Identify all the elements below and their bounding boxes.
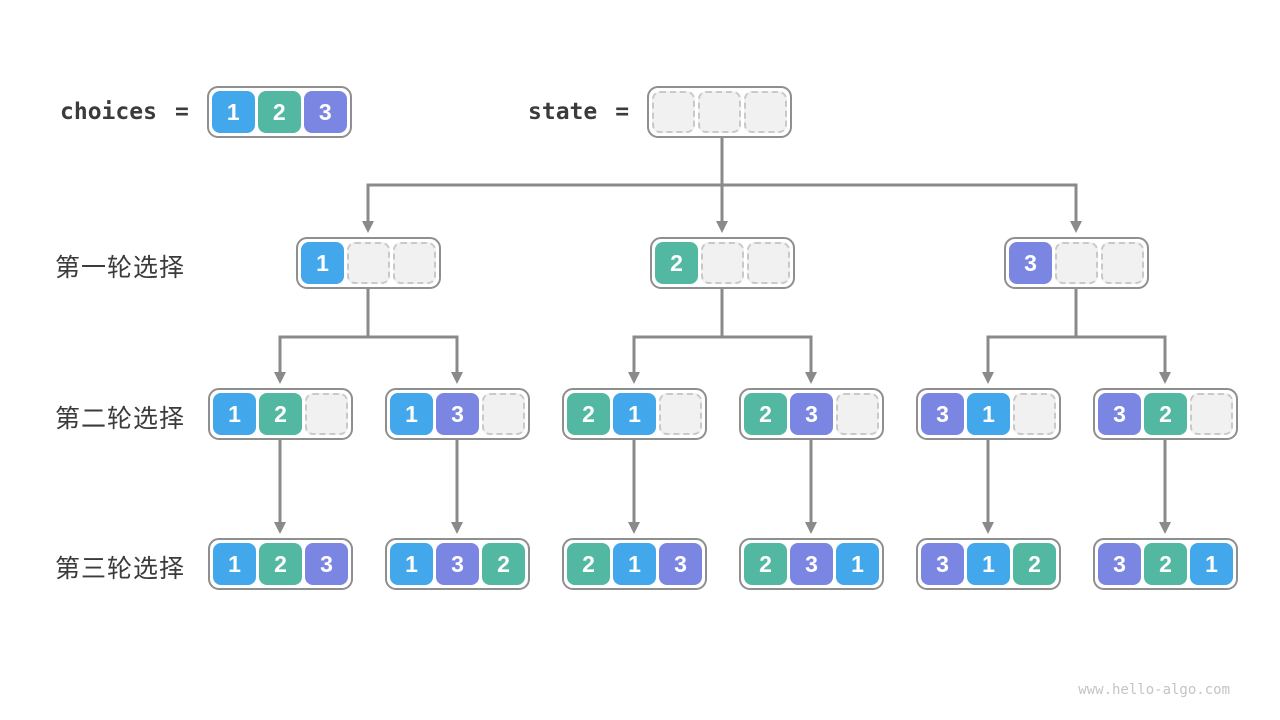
value-cell-1: 1: [613, 393, 656, 435]
arrowhead-icon: [982, 522, 994, 534]
value-cell-3: 3: [1009, 242, 1052, 284]
arrowhead-icon: [274, 372, 286, 384]
arrowhead-icon: [628, 522, 640, 534]
empty-cell: [744, 91, 788, 133]
choices-label: choices: [60, 99, 157, 125]
state-node-r1-3: 3: [1004, 237, 1149, 289]
row-label-round-3: 第三轮选择: [55, 555, 186, 583]
empty-cell: [659, 393, 702, 435]
arrowhead-icon: [362, 221, 374, 233]
arrowhead-icon: [982, 372, 994, 384]
empty-cell: [747, 242, 790, 284]
value-cell-2: 2: [1144, 393, 1187, 435]
state-label: state: [528, 99, 598, 125]
value-cell-1: 1: [211, 91, 255, 133]
value-cell-1: 1: [390, 543, 433, 585]
arrowhead-icon: [805, 372, 817, 384]
value-cell-2: 2: [257, 91, 301, 133]
state-node-r1-2: 2: [650, 237, 795, 289]
empty-cell: [1055, 242, 1098, 284]
empty-cell: [652, 91, 696, 133]
arrowhead-icon: [805, 522, 817, 534]
value-cell-1: 1: [390, 393, 433, 435]
empty-cell: [482, 393, 525, 435]
value-cell-2: 2: [655, 242, 698, 284]
empty-cell: [701, 242, 744, 284]
state-array: [647, 86, 793, 138]
value-cell-1: 1: [301, 242, 344, 284]
value-cell-3: 3: [303, 91, 347, 133]
value-cell-1: 1: [1190, 543, 1233, 585]
value-cell-2: 2: [259, 393, 302, 435]
value-cell-3: 3: [436, 543, 479, 585]
value-cell-3: 3: [1098, 543, 1141, 585]
value-cell-3: 3: [790, 393, 833, 435]
empty-cell: [393, 242, 436, 284]
value-cell-2: 2: [744, 543, 787, 585]
empty-cell: [698, 91, 742, 133]
value-cell-3: 3: [659, 543, 702, 585]
value-cell-2: 2: [744, 393, 787, 435]
value-cell-3: 3: [1098, 393, 1141, 435]
arrowhead-icon: [1159, 522, 1171, 534]
equals-sign: =: [174, 99, 189, 125]
value-cell-2: 2: [567, 543, 610, 585]
arrowhead-icon: [451, 522, 463, 534]
arrowhead-icon: [716, 221, 728, 233]
value-cell-2: 2: [482, 543, 525, 585]
state-node-r1-1: 1: [296, 237, 441, 289]
value-cell-3: 3: [921, 393, 964, 435]
value-cell-3: 3: [921, 543, 964, 585]
value-cell-3: 3: [436, 393, 479, 435]
value-cell-2: 2: [1144, 543, 1187, 585]
empty-cell: [1013, 393, 1056, 435]
value-cell-1: 1: [213, 543, 256, 585]
value-cell-1: 1: [967, 543, 1010, 585]
arrowhead-icon: [274, 522, 286, 534]
state-expression: state =: [528, 86, 793, 138]
value-cell-2: 2: [1013, 543, 1056, 585]
value-cell-1: 1: [613, 543, 656, 585]
arrowhead-icon: [628, 372, 640, 384]
empty-cell: [1101, 242, 1144, 284]
arrowhead-icon: [1070, 221, 1082, 233]
row-label-round-1: 第一轮选择: [55, 254, 186, 282]
value-cell-3: 3: [790, 543, 833, 585]
value-cell-3: 3: [305, 543, 348, 585]
edge-lines: [278, 134, 1167, 524]
value-cell-2: 2: [567, 393, 610, 435]
empty-cell: [305, 393, 348, 435]
value-cell-1: 1: [967, 393, 1010, 435]
value-cell-1: 1: [213, 393, 256, 435]
value-cell-1: 1: [836, 543, 879, 585]
arrowhead-icon: [451, 372, 463, 384]
watermark: www.hello-algo.com: [1078, 682, 1230, 698]
empty-cell: [836, 393, 879, 435]
equals-sign: =: [615, 99, 630, 125]
row-label-round-2: 第二轮选择: [55, 405, 186, 433]
arrowhead-icon: [1159, 372, 1171, 384]
empty-cell: [347, 242, 390, 284]
empty-cell: [1190, 393, 1233, 435]
value-cell-2: 2: [259, 543, 302, 585]
